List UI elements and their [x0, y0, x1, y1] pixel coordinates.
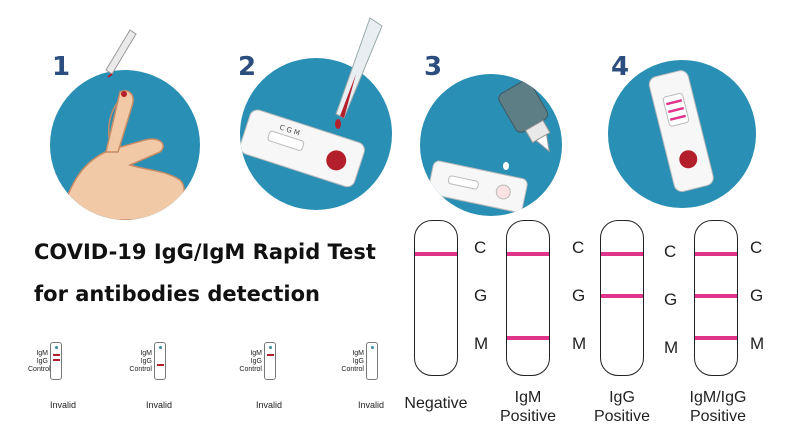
control-label: Control [28, 366, 51, 373]
strip-label-c: C [474, 238, 487, 257]
igg-label: IgG [250, 358, 262, 365]
invalid-cassette [366, 342, 378, 380]
strip-label-c: C [572, 238, 585, 257]
igg-band [601, 294, 643, 298]
invalid-caption: Invalid [145, 400, 172, 410]
result-strip-igm-positive [506, 220, 550, 376]
lancet-icon [105, 29, 137, 78]
strip-label-g: G [664, 290, 678, 309]
test-cassette-icon [648, 70, 714, 192]
invalid-example-1: IgM IgG Control Invalid [28, 342, 98, 414]
page-title-line-2: for antibodies detection [34, 282, 320, 306]
invalid-cassette [264, 342, 276, 380]
step-number-3: 3 [424, 52, 443, 82]
strip-label-g: G [750, 286, 764, 305]
finger-prick-icon [59, 90, 185, 220]
control-label: Control [341, 366, 364, 373]
invalid-caption: Invalid [49, 400, 76, 410]
invalid-example-2: IgM IgG Control Invalid [120, 342, 190, 414]
result-strip-negative [414, 220, 458, 376]
invalid-example-4: IgM IgG Control Invalid [334, 342, 404, 414]
control-band [415, 252, 457, 256]
step-number-2: 2 [238, 52, 257, 82]
result-caption-igg-positive: IgG Positive [593, 389, 651, 425]
result-strip-igg-positive [600, 220, 644, 376]
result-strip-igm-igg-positive [694, 220, 738, 376]
igm-label: IgM [36, 350, 48, 357]
control-band [507, 252, 549, 256]
buffer-bottle-icon [427, 79, 551, 213]
dropper-icon [335, 17, 383, 129]
step-3-illustration [420, 74, 562, 216]
igm-label: IgM [140, 350, 152, 357]
control-label: Control [239, 366, 262, 373]
strip-label-g: G [474, 286, 488, 305]
strip-label-m: M [474, 334, 489, 353]
blood-drop-icon: C G M [240, 109, 365, 188]
igm-label: IgM [352, 350, 364, 357]
strip-label-c: C [664, 242, 677, 261]
step-number-1: 1 [52, 52, 71, 82]
strip-label-m: M [750, 334, 765, 353]
result-caption-igm-positive: IgM Positive [499, 389, 557, 425]
igg-label: IgG [140, 358, 152, 365]
strip-label-g: G [572, 286, 586, 305]
igm-band [695, 336, 737, 340]
strip-label-m: M [572, 334, 587, 353]
strip-label-c: C [750, 238, 763, 257]
step-number-4: 4 [611, 52, 630, 82]
control-band [601, 252, 643, 256]
igg-band [695, 294, 737, 298]
step-2-illustration: C G M [240, 58, 392, 210]
invalid-caption: Invalid [255, 400, 282, 410]
invalid-cassette [154, 342, 166, 380]
igg-label: IgG [36, 358, 48, 365]
strip-label-m: M [664, 338, 679, 357]
igm-label: IgM [250, 350, 262, 357]
result-caption-igm-igg-positive: IgM/IgG Positive [689, 389, 747, 425]
igg-label: IgG [352, 358, 364, 365]
page-title-line-1: COVID-19 IgG/IgM Rapid Test [34, 240, 376, 264]
step-1-illustration [50, 70, 200, 220]
control-band [695, 252, 737, 256]
invalid-caption: Invalid [357, 400, 384, 410]
control-label: Control [129, 366, 152, 373]
igm-band [507, 336, 549, 340]
invalid-example-3: IgM IgG Control Invalid [230, 342, 300, 414]
result-caption-negative: Negative [404, 395, 468, 412]
step-4-illustration [608, 60, 756, 208]
invalid-cassette [50, 342, 62, 380]
